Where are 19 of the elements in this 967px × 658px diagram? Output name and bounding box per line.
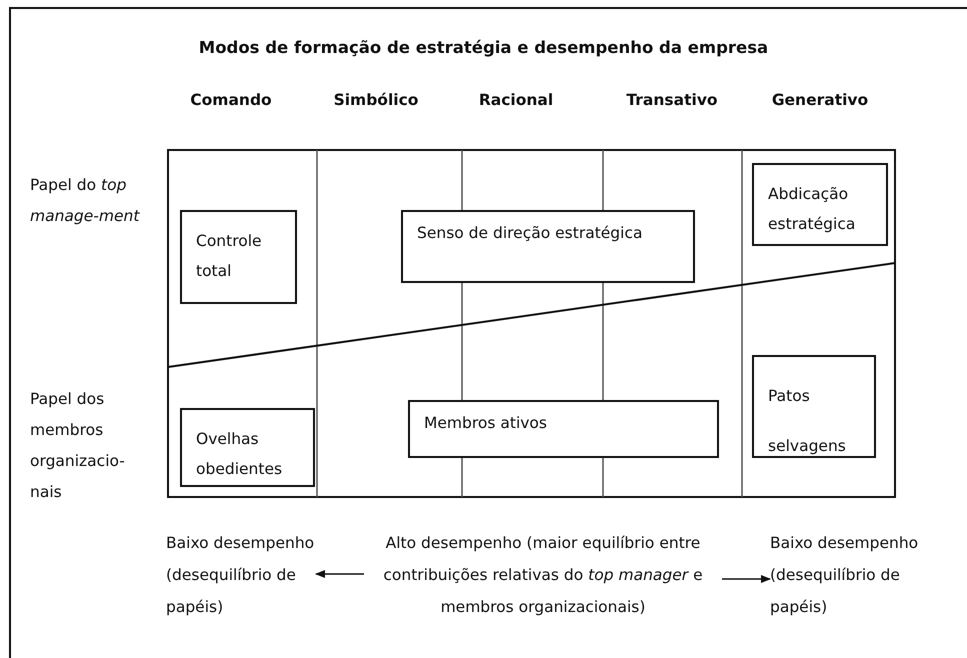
performance-note: Baixo desempenho (desequilíbrio de papéis) bbox=[770, 527, 955, 623]
column-header: Generativo bbox=[770, 91, 870, 109]
concept-box: Abdicação estratégica bbox=[752, 163, 888, 246]
arrow bbox=[315, 570, 364, 578]
concept-box: Controle total bbox=[180, 210, 297, 304]
column-header: Racional bbox=[478, 91, 554, 109]
column-header: Transativo bbox=[625, 91, 719, 109]
row-header: Papel dos membros organizacio-nais bbox=[30, 389, 126, 503]
column-header: Comando bbox=[189, 91, 273, 109]
concept-box: Ovelhas obedientes bbox=[180, 408, 315, 487]
performance-note: Alto desempenho (maior equilíbrio entre contribuições relativas do top manager e membros organizacionais) bbox=[364, 527, 722, 623]
row-header: Papel do top manage-ment bbox=[30, 175, 141, 227]
concept-box: Senso de direção estratégica bbox=[401, 210, 695, 283]
title: Modos de formação de estratégia e desempenho da empresa bbox=[198, 38, 770, 57]
concept-box: Patos selvagens bbox=[752, 355, 876, 458]
column-header: Simbólico bbox=[332, 91, 420, 109]
performance-note: Baixo desempenho (desequilíbrio de papéis) bbox=[166, 527, 316, 623]
concept-box: Membros ativos bbox=[408, 400, 719, 458]
arrow bbox=[722, 575, 771, 583]
